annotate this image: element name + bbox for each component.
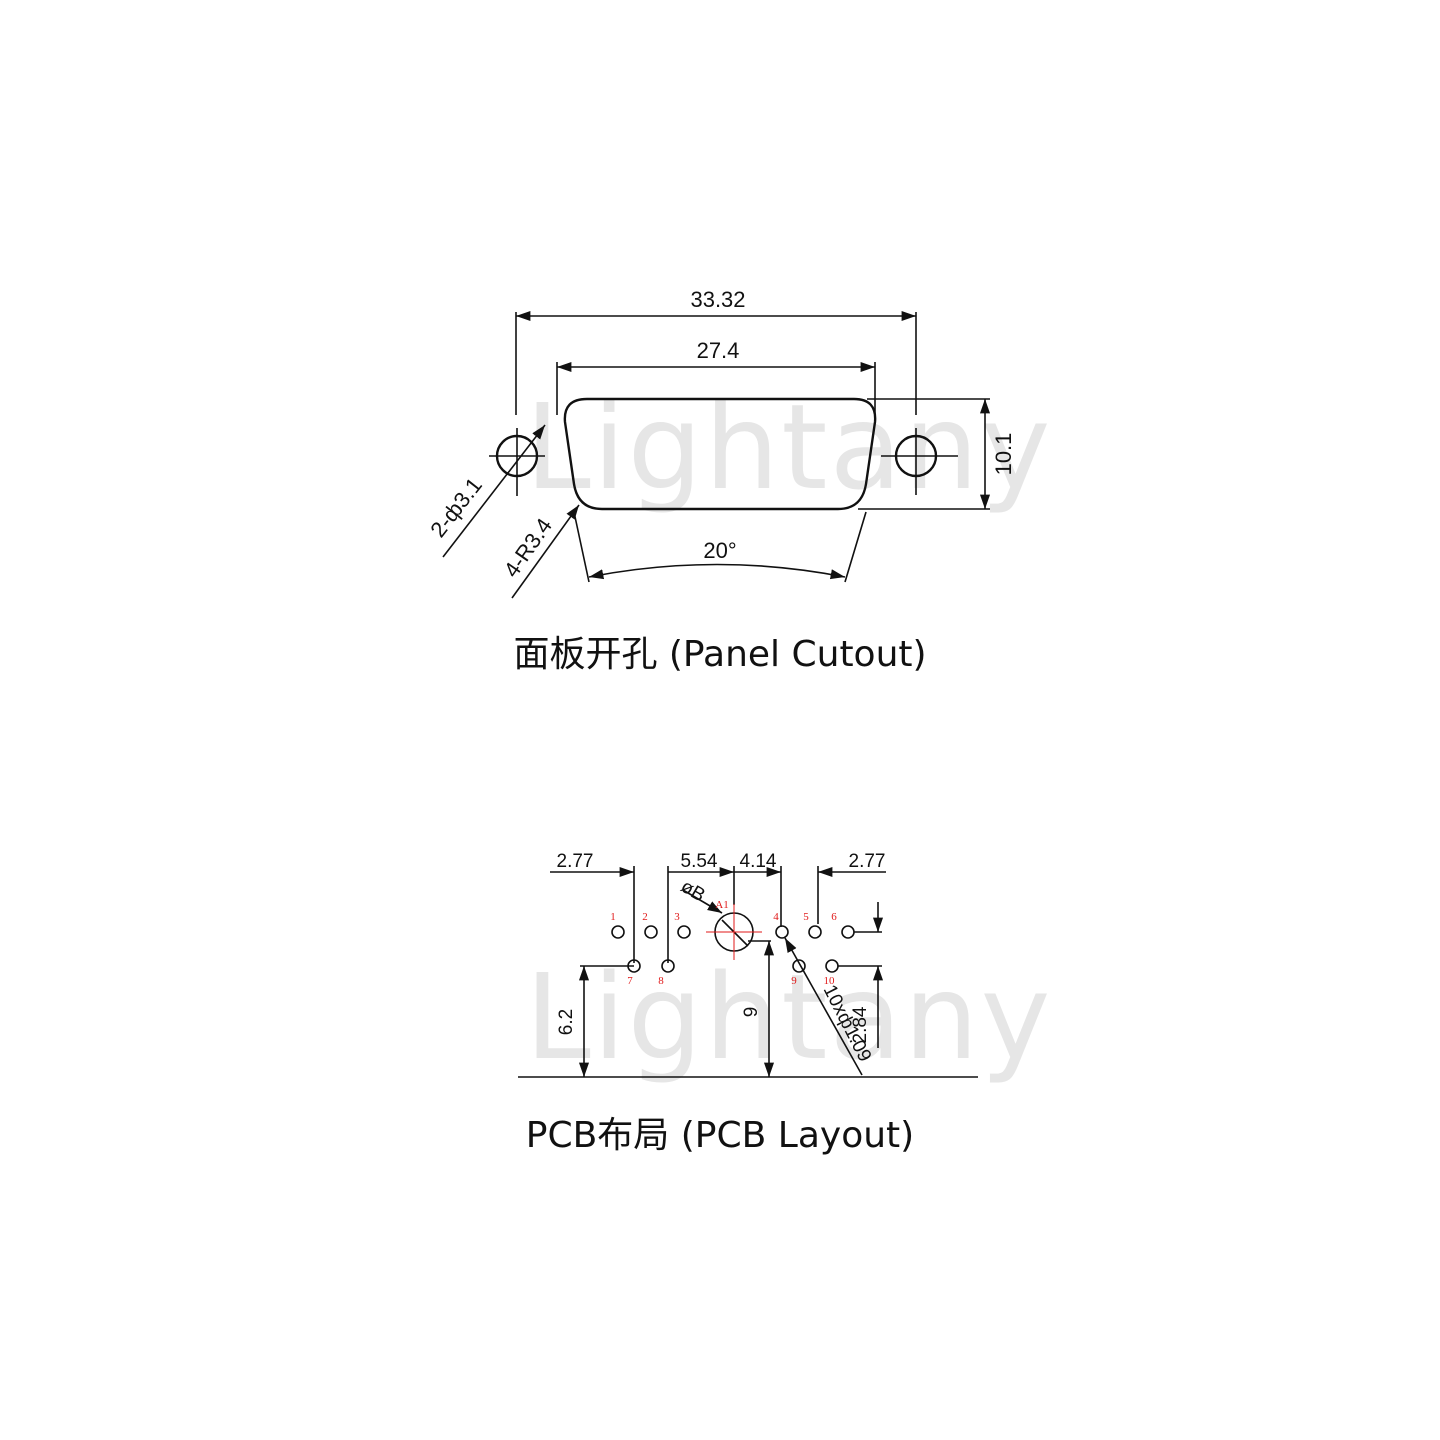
watermark-bottom: Lightany	[525, 948, 1052, 1086]
d-shell-outline	[563, 397, 877, 511]
pin-hole-2	[644, 925, 658, 939]
panel-cutout-caption: 面板开孔 (Panel Cutout)	[513, 634, 926, 675]
pin-hole-8	[661, 959, 675, 973]
pin-hole-6	[841, 925, 855, 939]
coax-label: A1	[715, 899, 728, 911]
pin-label-1: 1	[610, 911, 616, 923]
pin-label-3: 3	[674, 911, 680, 923]
pin-label-7: 7	[627, 975, 633, 987]
pin-label-2: 2	[642, 911, 648, 923]
pcb-layout-caption: PCB布局 (PCB Layout)	[526, 1115, 914, 1156]
dim-height: 10.1	[991, 433, 1016, 476]
pin-label-10: 10	[824, 975, 836, 987]
dim-row-pitch: 2.84	[850, 1006, 871, 1043]
pin-hole-3	[677, 925, 691, 939]
dim-shell-width: 27.4	[697, 338, 740, 363]
pin-hole-9	[792, 959, 806, 973]
pin-label-5: 5	[803, 911, 809, 923]
watermark-top: Lightany	[525, 378, 1052, 516]
dim-row-height: 6.2	[556, 1009, 577, 1035]
pin-label-9: 9	[791, 975, 797, 987]
pin-label-4: 4	[773, 911, 779, 923]
dim-angle: 20°	[703, 538, 736, 563]
pin-label-8: 8	[658, 975, 664, 987]
pin-hole-4	[775, 925, 789, 939]
dim-center-height: 9	[741, 1007, 762, 1018]
dim-hole-diameter: 2-ф3.1	[425, 473, 487, 542]
pin-hole-5	[808, 925, 822, 939]
pin-label-6: 6	[831, 911, 837, 923]
dim-left-gap: 5.54	[681, 851, 718, 872]
dim-overall-width: 33.32	[690, 287, 745, 312]
dim-right-gap: 4.14	[740, 851, 777, 872]
dim-right-edge: 2.77	[849, 851, 886, 872]
pin-hole-1	[611, 925, 625, 939]
dim-left-edge: 2.77	[557, 851, 594, 872]
